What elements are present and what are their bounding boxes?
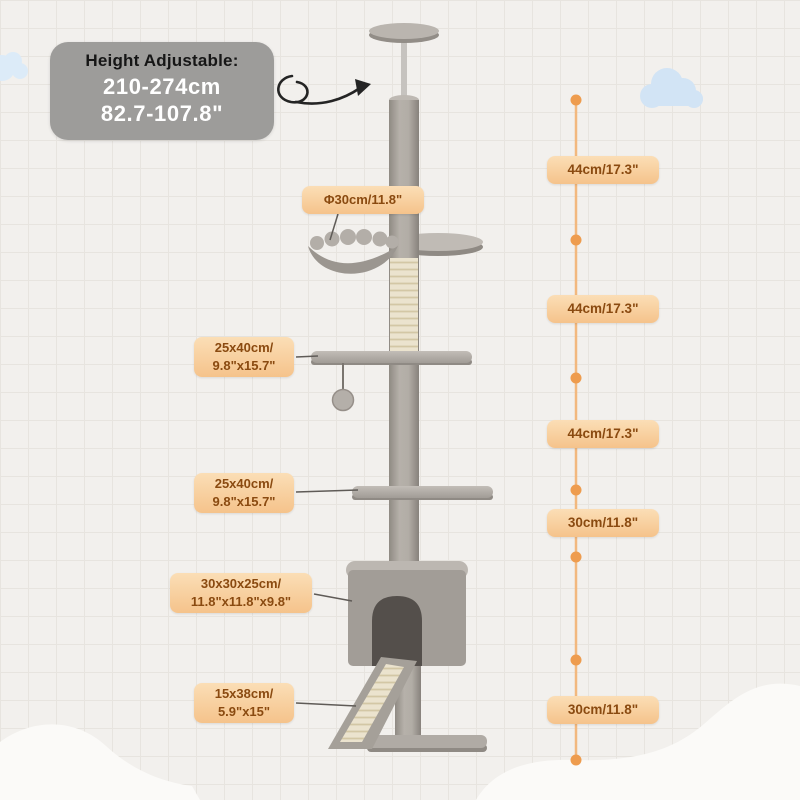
label-upper-platform: 25x40cm/ 9.8"x15.7" bbox=[194, 337, 294, 377]
wave-bottom-right bbox=[476, 683, 800, 800]
label-text: 30x30x25cm/ bbox=[200, 576, 282, 592]
label-text: 9.8"x15.7" bbox=[212, 358, 276, 373]
badge-range-cm: 210-274cm bbox=[103, 74, 221, 99]
label-lower-platform: 25x40cm/ 9.8"x15.7" bbox=[194, 473, 294, 513]
label-segment-2: 44cm/17.3" bbox=[547, 295, 659, 323]
condo-doorway bbox=[372, 596, 422, 666]
toy-ball bbox=[331, 388, 355, 412]
label-text: 25x40cm/ bbox=[214, 476, 274, 492]
platform-lower bbox=[352, 486, 493, 498]
label-text: 15x38cm/ bbox=[214, 686, 274, 702]
platform-upper bbox=[311, 351, 472, 363]
label-segment-1: 44cm/17.3" bbox=[547, 156, 659, 184]
badge-range-inch: 82.7-107.8" bbox=[100, 100, 224, 126]
label-segment-3: 44cm/17.3" bbox=[547, 420, 659, 448]
label-text: 44cm/17.3" bbox=[567, 300, 639, 316]
label-text: 44cm/17.3" bbox=[567, 161, 639, 177]
cloud-left-edge-icon bbox=[0, 52, 28, 81]
label-text: 9.8"x15.7" bbox=[212, 494, 276, 509]
label-segment-4: 30cm/11.8" bbox=[547, 509, 659, 537]
ceiling-disc bbox=[369, 23, 439, 39]
ceiling-rod bbox=[401, 36, 407, 102]
wave-bottom-left bbox=[0, 724, 200, 800]
hammock bbox=[308, 229, 399, 274]
sisal-post bbox=[390, 258, 418, 354]
floor-base bbox=[367, 735, 487, 748]
height-adjustable-badge: Height Adjustable: 210-274cm 82.7-107.8" bbox=[50, 42, 274, 140]
label-ramp-size: 15x38cm/ 5.9"x15" bbox=[194, 683, 294, 723]
label-text: Φ30cm/11.8" bbox=[323, 192, 403, 208]
label-hammock-diameter: Φ30cm/11.8" bbox=[302, 186, 424, 214]
label-text: 30cm/11.8" bbox=[567, 514, 639, 530]
arrow-icon bbox=[277, 74, 371, 105]
scratching-ramp bbox=[328, 657, 417, 749]
label-segment-5: 30cm/11.8" bbox=[547, 696, 659, 724]
label-condo-size: 30x30x25cm/ 11.8"x11.8"x9.8" bbox=[170, 573, 312, 613]
label-text: 11.8"x11.8"x9.8" bbox=[190, 594, 292, 609]
cat-tree bbox=[308, 23, 493, 752]
badge-title: Height Adjustable: bbox=[85, 51, 239, 70]
label-text: 30cm/11.8" bbox=[567, 701, 639, 717]
label-text: 5.9"x15" bbox=[217, 704, 271, 719]
condo-house bbox=[346, 561, 468, 666]
cloud-icon bbox=[640, 68, 703, 108]
leader-lines bbox=[295, 213, 359, 707]
label-text: 25x40cm/ bbox=[214, 340, 274, 356]
label-text: 44cm/17.3" bbox=[567, 425, 639, 441]
